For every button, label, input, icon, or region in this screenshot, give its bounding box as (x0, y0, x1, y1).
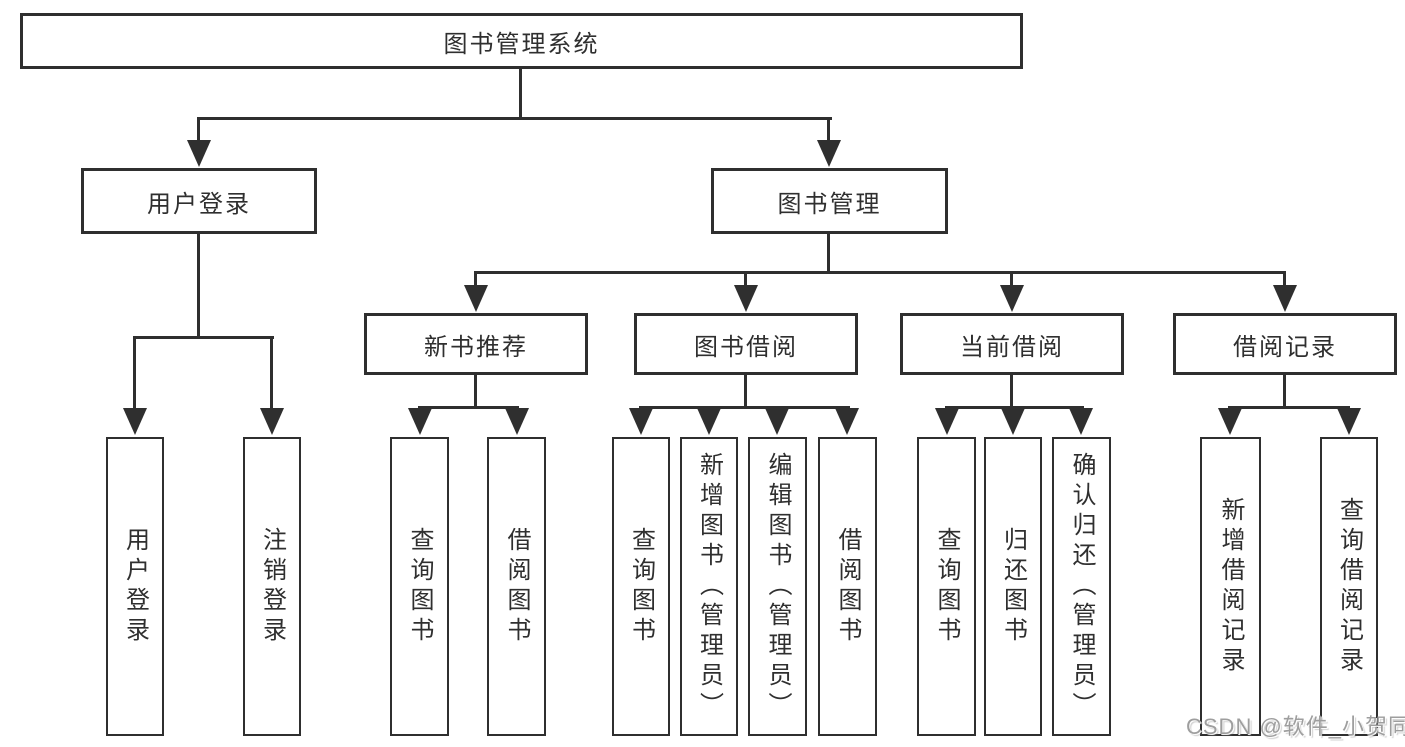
connector-vline (1283, 271, 1286, 287)
leaf-label: 归还图书 (999, 526, 1027, 647)
leaf-label: 确认归还（管理员） (1068, 451, 1095, 722)
leaf-label: 查询图书 (406, 526, 433, 647)
connector-hline (198, 117, 832, 120)
leaf-borrow-books-recommend: 借阅图书 (487, 437, 546, 736)
connector-vline (1010, 271, 1013, 287)
arrow-down-icon (629, 408, 653, 435)
leaf-query-borrow-record: 查询借阅记录 (1320, 437, 1378, 736)
node-current-borrowing: 当前借阅 (900, 313, 1124, 375)
leaf-label: 查询图书 (933, 526, 960, 647)
connector-vline (519, 69, 522, 118)
node-label: 图书借阅 (694, 333, 798, 361)
leaf-label: 编辑图书（管理员） (764, 451, 791, 722)
connector-vline (1283, 375, 1286, 407)
leaf-user-login: 用户登录 (106, 437, 164, 736)
leaf-label: 查询图书 (627, 526, 655, 647)
node-label: 当前借阅 (960, 333, 1064, 361)
connector-hline (133, 336, 274, 339)
arrow-down-icon (187, 140, 211, 167)
arrow-down-icon (835, 408, 859, 435)
node-library-management-system: 图书管理系统 (20, 13, 1023, 69)
arrow-down-icon (464, 285, 488, 312)
node-label: 借阅记录 (1233, 333, 1337, 361)
leaf-label: 借阅图书 (834, 526, 861, 647)
leaf-confirm-return-admin: 确认归还（管理员） (1052, 437, 1111, 736)
node-user-login: 用户登录 (81, 168, 317, 234)
leaf-query-books-borrowing: 查询图书 (612, 437, 670, 736)
leaf-borrow-books: 借阅图书 (818, 437, 877, 736)
node-new-book-recommend: 新书推荐 (364, 313, 588, 375)
arrow-down-icon (260, 408, 284, 435)
arrow-down-icon (123, 408, 147, 435)
connector-vline (744, 271, 747, 287)
connector-vline (197, 117, 200, 145)
leaf-logout: 注销登录 (243, 437, 301, 736)
connector-vline (744, 375, 747, 407)
node-label: 新书推荐 (424, 333, 528, 361)
connector-hline (418, 406, 519, 409)
node-label: 图书管理 (777, 190, 882, 218)
leaf-add-book-admin: 新增图书（管理员） (680, 437, 738, 736)
connector-vline (270, 336, 273, 410)
connector-vline (827, 234, 830, 272)
arrow-down-icon (1273, 285, 1297, 312)
connector-vline (827, 117, 830, 145)
arrow-down-icon (1000, 285, 1024, 312)
connector-hline (639, 406, 850, 409)
arrow-down-icon (817, 140, 841, 167)
connector-vline (197, 234, 200, 337)
leaf-query-books-recommend: 查询图书 (390, 437, 449, 736)
arrow-down-icon (765, 408, 789, 435)
arrow-down-icon (697, 408, 721, 435)
leaf-label: 新增图书（管理员） (695, 451, 723, 722)
leaf-label: 查询借阅记录 (1335, 496, 1363, 677)
arrow-down-icon (1337, 408, 1361, 435)
connector-vline (474, 375, 477, 407)
arrow-down-icon (505, 408, 529, 435)
leaf-label: 用户登录 (121, 526, 149, 647)
connector-hline (474, 271, 1286, 274)
leaf-edit-book-admin: 编辑图书（管理员） (748, 437, 807, 736)
leaf-label: 借阅图书 (503, 526, 530, 647)
csdn-watermark: CSDN @软件_小贺同学 (1186, 714, 1405, 739)
leaf-label: 注销登录 (258, 526, 286, 647)
arrow-down-icon (734, 285, 758, 312)
leaf-add-borrow-record: 新增借阅记录 (1200, 437, 1261, 736)
connector-vline (133, 336, 136, 410)
node-book-borrowing: 图书借阅 (634, 313, 858, 375)
leaf-label: 新增借阅记录 (1217, 496, 1244, 677)
node-label: 图书管理系统 (443, 30, 600, 58)
arrow-down-icon (1218, 408, 1242, 435)
connector-vline (474, 271, 477, 287)
node-borrow-records: 借阅记录 (1173, 313, 1397, 375)
node-book-management: 图书管理 (711, 168, 948, 234)
connector-vline (1010, 375, 1013, 407)
leaf-return-books: 归还图书 (984, 437, 1042, 736)
connector-hline (945, 406, 1084, 409)
arrow-down-icon (408, 408, 432, 435)
arrow-down-icon (1001, 408, 1025, 435)
node-label: 用户登录 (147, 190, 251, 218)
leaf-query-books-current: 查询图书 (917, 437, 976, 736)
connector-hline (1228, 406, 1350, 409)
arrow-down-icon (1069, 408, 1093, 435)
arrow-down-icon (935, 408, 959, 435)
